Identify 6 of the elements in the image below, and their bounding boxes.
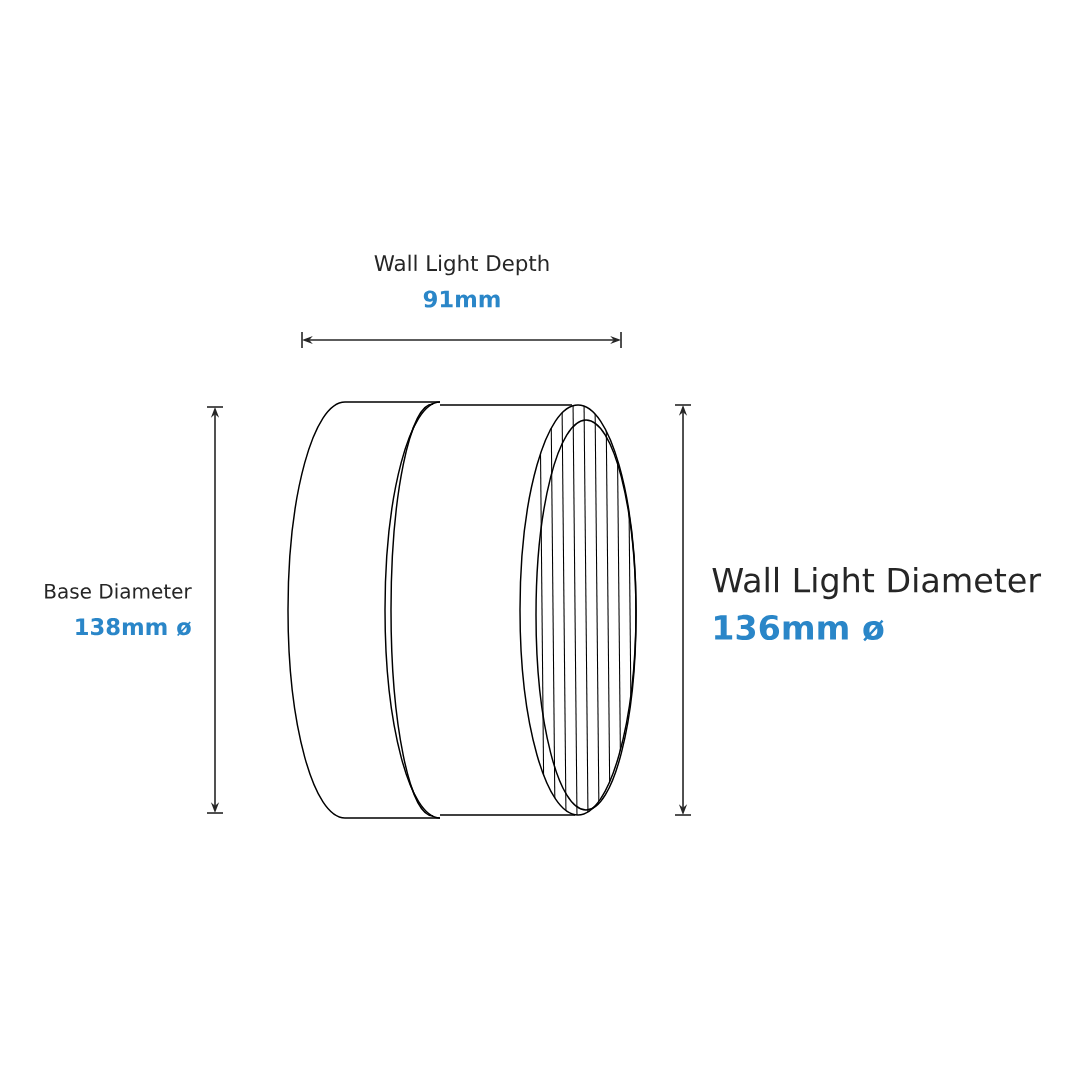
- dimension-label: Base Diameter: [45, 583, 192, 599]
- dimension-value: 138mm ø: [76, 618, 191, 636]
- dimension-value: 91mm: [423, 290, 500, 308]
- dimension-value: 136mm ø: [715, 614, 884, 642]
- dimension-label: Wall Light Depth: [374, 254, 549, 276]
- dimension-label: Wall Light Diameter: [712, 566, 1042, 600]
